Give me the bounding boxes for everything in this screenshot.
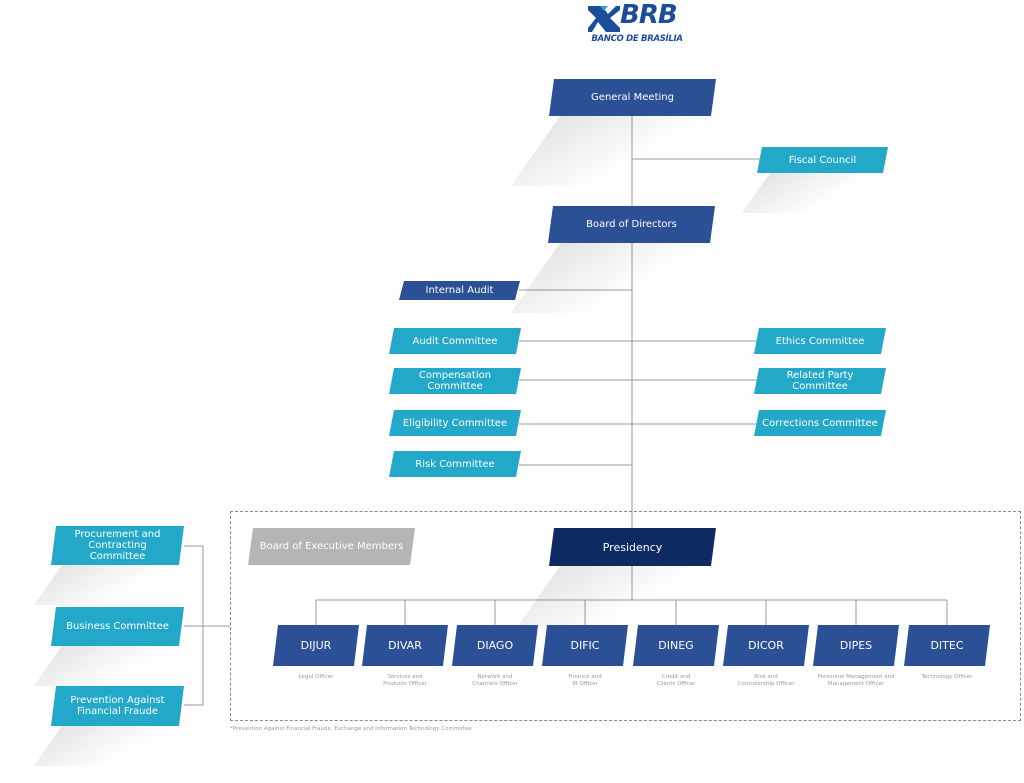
brb-logo-mark-icon bbox=[588, 6, 620, 32]
directorate-box: DICOR bbox=[723, 625, 809, 666]
directorate-description: Legal Officer bbox=[298, 674, 334, 680]
general-meeting-box: General Meeting bbox=[549, 79, 716, 116]
directorate-box: DIFIC bbox=[542, 625, 628, 666]
internal-audit-box: Internal Audit bbox=[399, 281, 520, 300]
prevention-committee-box: Prevention Against Financial Fraude bbox=[51, 686, 184, 726]
corrections-committee-box: Corrections Committee bbox=[754, 410, 886, 436]
brb-logo: BRB BANCO DE BRASÍLIA bbox=[584, 0, 690, 48]
directorate-box: DINEG bbox=[633, 625, 719, 666]
board-of-executive-members-box: Board of Executive Members bbox=[248, 528, 415, 565]
executive-board-group bbox=[230, 511, 1021, 721]
logo-wordmark: BRB bbox=[620, 0, 678, 30]
directorate-box: DIVAR bbox=[362, 625, 448, 666]
directorate-box: DIJUR bbox=[273, 625, 359, 666]
directorate-description: Risk and Controlership Officer bbox=[737, 674, 795, 687]
eligibility-committee-box: Eligibility Committee bbox=[389, 410, 521, 436]
related-party-committee-box: Related Party Committee bbox=[754, 368, 886, 394]
audit-committee-box: Audit Committee bbox=[389, 328, 521, 354]
directorate-box: DIPES bbox=[813, 625, 899, 666]
directorate-description: Finance and IR Officer bbox=[568, 674, 602, 687]
directorate-description: Network and Channels Officer bbox=[472, 674, 518, 687]
directorate-description: Personnel Management and Management Offi… bbox=[817, 674, 895, 687]
compensation-committee-box: Compensation Committee bbox=[389, 368, 521, 394]
directorate-description: Credit and Clients Officer bbox=[656, 674, 696, 687]
presidency-box: Presidency bbox=[549, 528, 716, 566]
directorate-box: DITEC bbox=[904, 625, 990, 666]
fiscal-council-box: Fiscal Council bbox=[757, 147, 888, 173]
procurement-committee-box: Procurement and Contracting Committee bbox=[51, 526, 184, 565]
directorate-description: Services and Products Officer bbox=[383, 674, 427, 687]
footnote: *Prevention Against Financial Fraude, Ex… bbox=[230, 726, 472, 732]
risk-committee-box: Risk Committee bbox=[389, 451, 521, 477]
logo-subtitle: BANCO DE BRASÍLIA bbox=[591, 34, 683, 44]
directorate-box: DIAGO bbox=[452, 625, 538, 666]
board-of-directors-box: Board of Directors bbox=[548, 206, 715, 243]
directorate-description: Technology Officer bbox=[921, 674, 973, 680]
ethics-committee-box: Ethics Committee bbox=[754, 328, 886, 354]
business-committee-box: Business Committee bbox=[51, 607, 184, 646]
